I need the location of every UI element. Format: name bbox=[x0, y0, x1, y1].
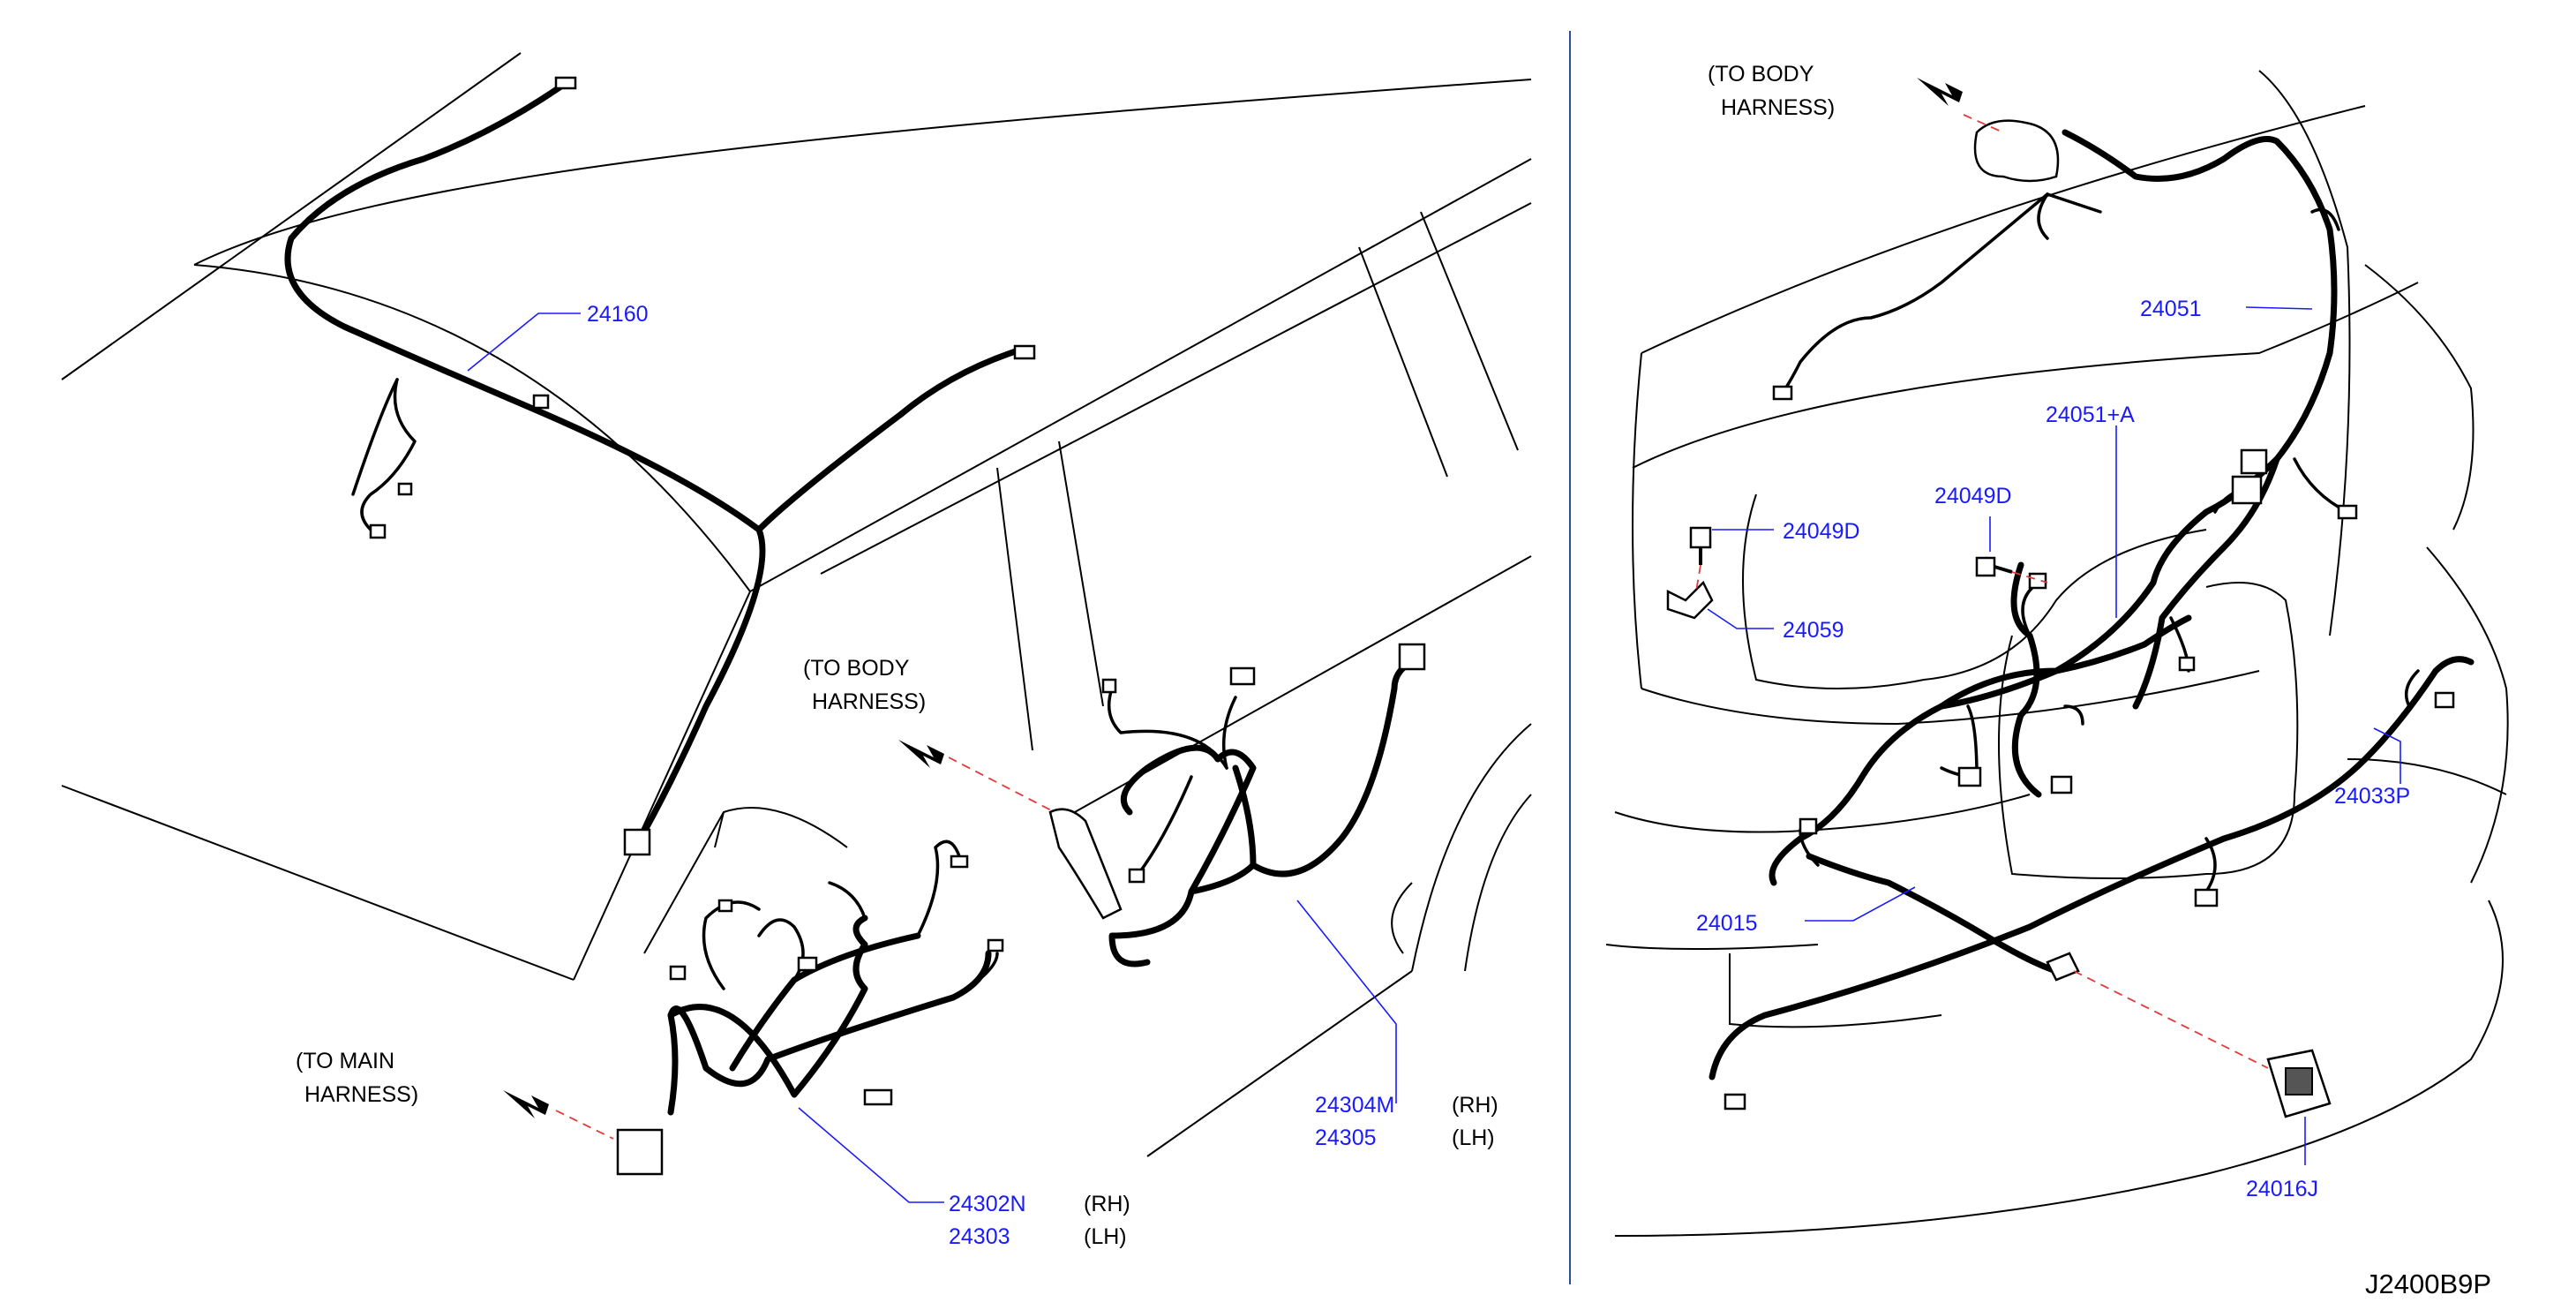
label-24305: 24305 bbox=[1315, 1126, 1377, 1150]
callout-24049d-left bbox=[1695, 564, 1701, 592]
label-24051a: 24051+A bbox=[2046, 403, 2135, 427]
label-24051: 24051 bbox=[2140, 297, 2202, 321]
leader-24015 bbox=[1805, 886, 1916, 922]
right-vehicle-body bbox=[1605, 70, 2509, 1237]
side-24305: (LH) bbox=[1452, 1126, 1495, 1150]
leader-24059 bbox=[1707, 608, 1774, 629]
bolt-24049d-right bbox=[1975, 556, 2013, 577]
side-24304m: (RH) bbox=[1452, 1093, 1498, 1118]
connector-24016j bbox=[2266, 1049, 2332, 1118]
leader-24302n bbox=[798, 1107, 944, 1203]
left-to-body-harness-line1: (TO BODY bbox=[803, 656, 910, 681]
label-24160: 24160 bbox=[587, 302, 649, 327]
leader-24304m bbox=[1296, 900, 1397, 1103]
left-vehicle-body bbox=[61, 52, 1532, 1157]
harness-24051a bbox=[1938, 561, 2196, 798]
label-24302n: 24302N bbox=[949, 1192, 1026, 1216]
left-body-harness-callout bbox=[948, 757, 1055, 813]
side-24303: (LH) bbox=[1084, 1224, 1127, 1249]
harness-24051 bbox=[1769, 119, 2358, 886]
left-to-body-harness-line2: HARNESS) bbox=[812, 689, 926, 714]
leader-24033p bbox=[2373, 727, 2401, 784]
left-arrows bbox=[503, 740, 944, 1118]
harness-24015 bbox=[1799, 817, 2080, 982]
label-24304m: 24304M bbox=[1315, 1093, 1394, 1118]
diagram-code: J2400B9P bbox=[2365, 1269, 2491, 1299]
right-body-harness-callout bbox=[1963, 114, 2004, 133]
harness-24160 bbox=[284, 76, 1036, 856]
left-to-main-harness-line2: HARNESS) bbox=[304, 1082, 418, 1107]
side-24302n: (RH) bbox=[1084, 1192, 1130, 1216]
right-body-harness-arrow bbox=[1917, 78, 1963, 106]
harness-24033p bbox=[1709, 656, 2475, 1110]
label-24059: 24059 bbox=[1783, 618, 1844, 643]
label-24015: 24015 bbox=[1696, 911, 1758, 936]
left-main-harness-callout bbox=[555, 1110, 614, 1140]
label-24016j: 24016J bbox=[2246, 1177, 2318, 1201]
left-to-main-harness-line1: (TO MAIN bbox=[296, 1049, 394, 1073]
harness-24302n bbox=[616, 839, 1004, 1176]
callout-24049d-right bbox=[2011, 571, 2048, 583]
callout-24016j bbox=[2073, 970, 2269, 1069]
leader-24051 bbox=[2245, 306, 2313, 310]
bolt-24049d-left bbox=[1689, 526, 1712, 565]
clip-24059 bbox=[1666, 580, 1714, 620]
label-24049d-left: 24049D bbox=[1783, 519, 1860, 544]
harness-24304m bbox=[1048, 643, 1426, 967]
right-to-body-harness-line2: HARNESS) bbox=[1721, 95, 1835, 120]
leader-24160 bbox=[467, 312, 581, 372]
label-24303: 24303 bbox=[949, 1224, 1010, 1249]
right-to-body-harness-line1: (TO BODY bbox=[1708, 62, 1814, 87]
label-24049d-right: 24049D bbox=[1934, 484, 2012, 508]
label-24033p: 24033P bbox=[2334, 784, 2410, 809]
